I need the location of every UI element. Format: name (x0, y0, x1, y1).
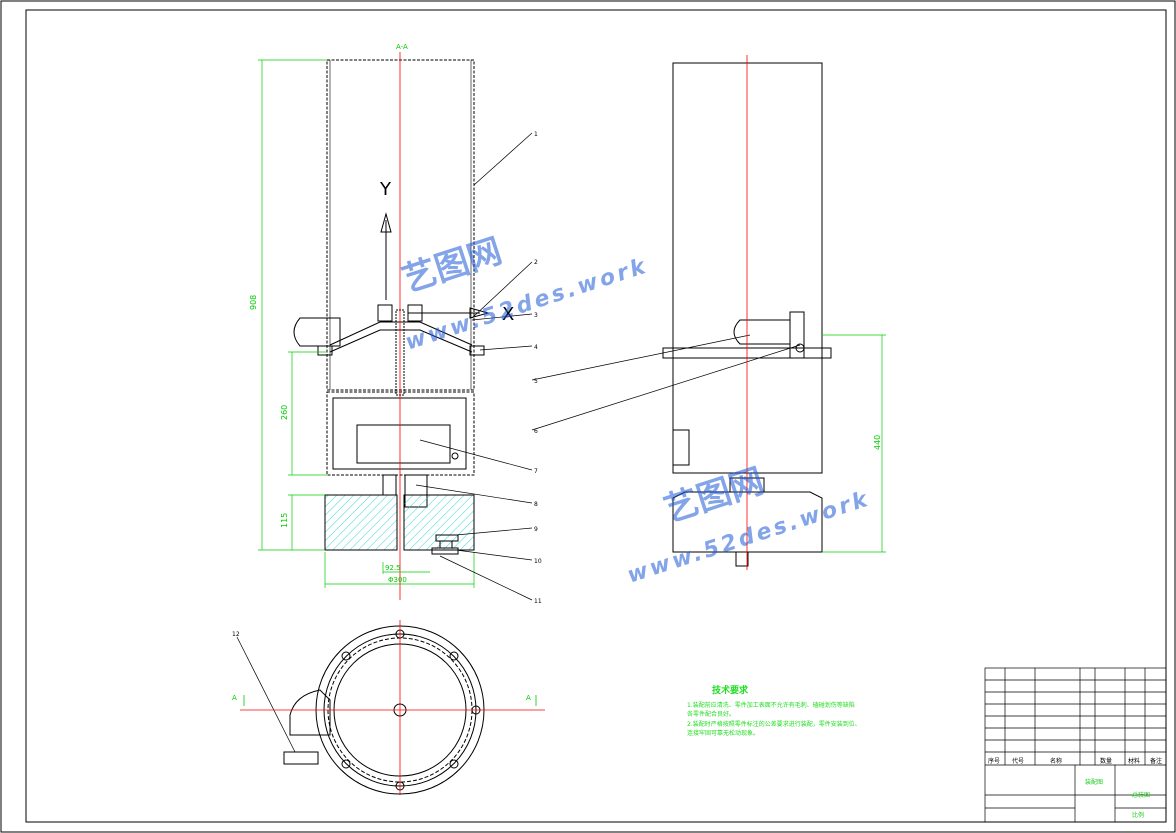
dim-offset: 92.5 (385, 564, 401, 572)
front-section-view: A-A (293, 43, 514, 600)
dim-diameter: Φ300 (388, 576, 407, 584)
side-pivot (795, 343, 805, 353)
title-block (984, 667, 1167, 823)
part-number-5: 5 (534, 378, 538, 385)
side-camera (733, 319, 791, 345)
part-number-6: 6 (534, 428, 538, 435)
tb-label-qty: 数量 (1100, 758, 1113, 765)
tb-scale: 比例 (1132, 812, 1145, 819)
part-number-3: 3 (534, 312, 538, 319)
tb-label-name: 名称 (1050, 758, 1063, 765)
tb-label-seq: 序号 (988, 758, 1001, 765)
dim-overall-height: 908 (249, 295, 258, 310)
part-number-2: 2 (534, 259, 538, 266)
side-bolt (735, 551, 749, 567)
part-number-12: 12 (232, 631, 240, 638)
part-number-8: 8 (534, 501, 538, 508)
top-camera-mount (289, 689, 331, 736)
joint-block-left (377, 304, 393, 322)
tech-req-title: 技术要求 (712, 686, 749, 696)
part-number-10: 10 (534, 558, 542, 565)
side-view: 440 (662, 55, 886, 570)
tech-req-line-2: 各零件配合良好。 (687, 711, 736, 718)
base-block-left (324, 494, 398, 551)
tech-req-line-4: 连接牢固可靠无松动现象。 (687, 730, 760, 737)
dim-right-height: 440 (873, 435, 882, 450)
x-axis-arrow (469, 307, 490, 319)
side-base (672, 491, 823, 553)
connector-left (382, 474, 397, 496)
tb-label-code: 代号 (1012, 758, 1025, 765)
part-number-labels: 1 2 3 4 5 6 7 8 9 10 11 12 (232, 131, 542, 638)
side-bracket (789, 311, 805, 359)
top-bolt-hole (449, 651, 459, 661)
section-mark-left: A (232, 694, 237, 702)
part-number-9: 9 (534, 526, 538, 533)
motor-block (356, 424, 451, 464)
tb-company: 总装图 (1132, 792, 1151, 799)
top-view: A A (232, 620, 545, 795)
part-number-7: 7 (534, 468, 538, 475)
tb-drawing-title: 装配图 (1085, 779, 1104, 786)
section-label-top: A-A (396, 43, 408, 51)
tech-req-line-1: 1.装配前应清洗、零件加工表面不允许有毛刺、磕碰划伤等缺陷 (687, 702, 855, 709)
tech-req-line-3: 2.装配时严格按照零件标注的公差要求进行装配，零件安装到位、 (687, 721, 861, 728)
camera-capsule (293, 317, 341, 347)
housing-box (326, 391, 475, 476)
leader-lines (236, 132, 801, 753)
dim-lower-height: 260 (280, 405, 289, 420)
top-bolt-hole (341, 651, 351, 661)
screw-hole (451, 452, 459, 460)
section-mark-right: A (526, 694, 531, 702)
dim-base-height: 115 (280, 513, 289, 528)
flange-lower (431, 547, 459, 555)
housing-inner (332, 397, 467, 470)
flange-upper (435, 534, 459, 542)
part-number-11: 11 (534, 598, 542, 605)
y-axis-label: Y (379, 179, 392, 200)
part-number-1: 1 (534, 131, 538, 138)
tb-label-material: 材料 (1128, 758, 1141, 765)
top-bolt-hole (449, 759, 459, 769)
part-number-4: 4 (534, 344, 538, 351)
top-bracket (283, 751, 319, 765)
base-block-right (403, 494, 475, 551)
side-window (672, 429, 690, 466)
side-tube (672, 62, 823, 474)
tube-body (326, 59, 475, 391)
clamp-right (469, 345, 485, 356)
y-axis-arrow (380, 212, 392, 233)
top-bolt-hole (341, 759, 351, 769)
front-dimensions (258, 59, 475, 588)
tb-label-note: 备注 (1150, 758, 1163, 765)
inner-frame (25, 9, 1167, 823)
x-axis-label: X (502, 304, 514, 325)
